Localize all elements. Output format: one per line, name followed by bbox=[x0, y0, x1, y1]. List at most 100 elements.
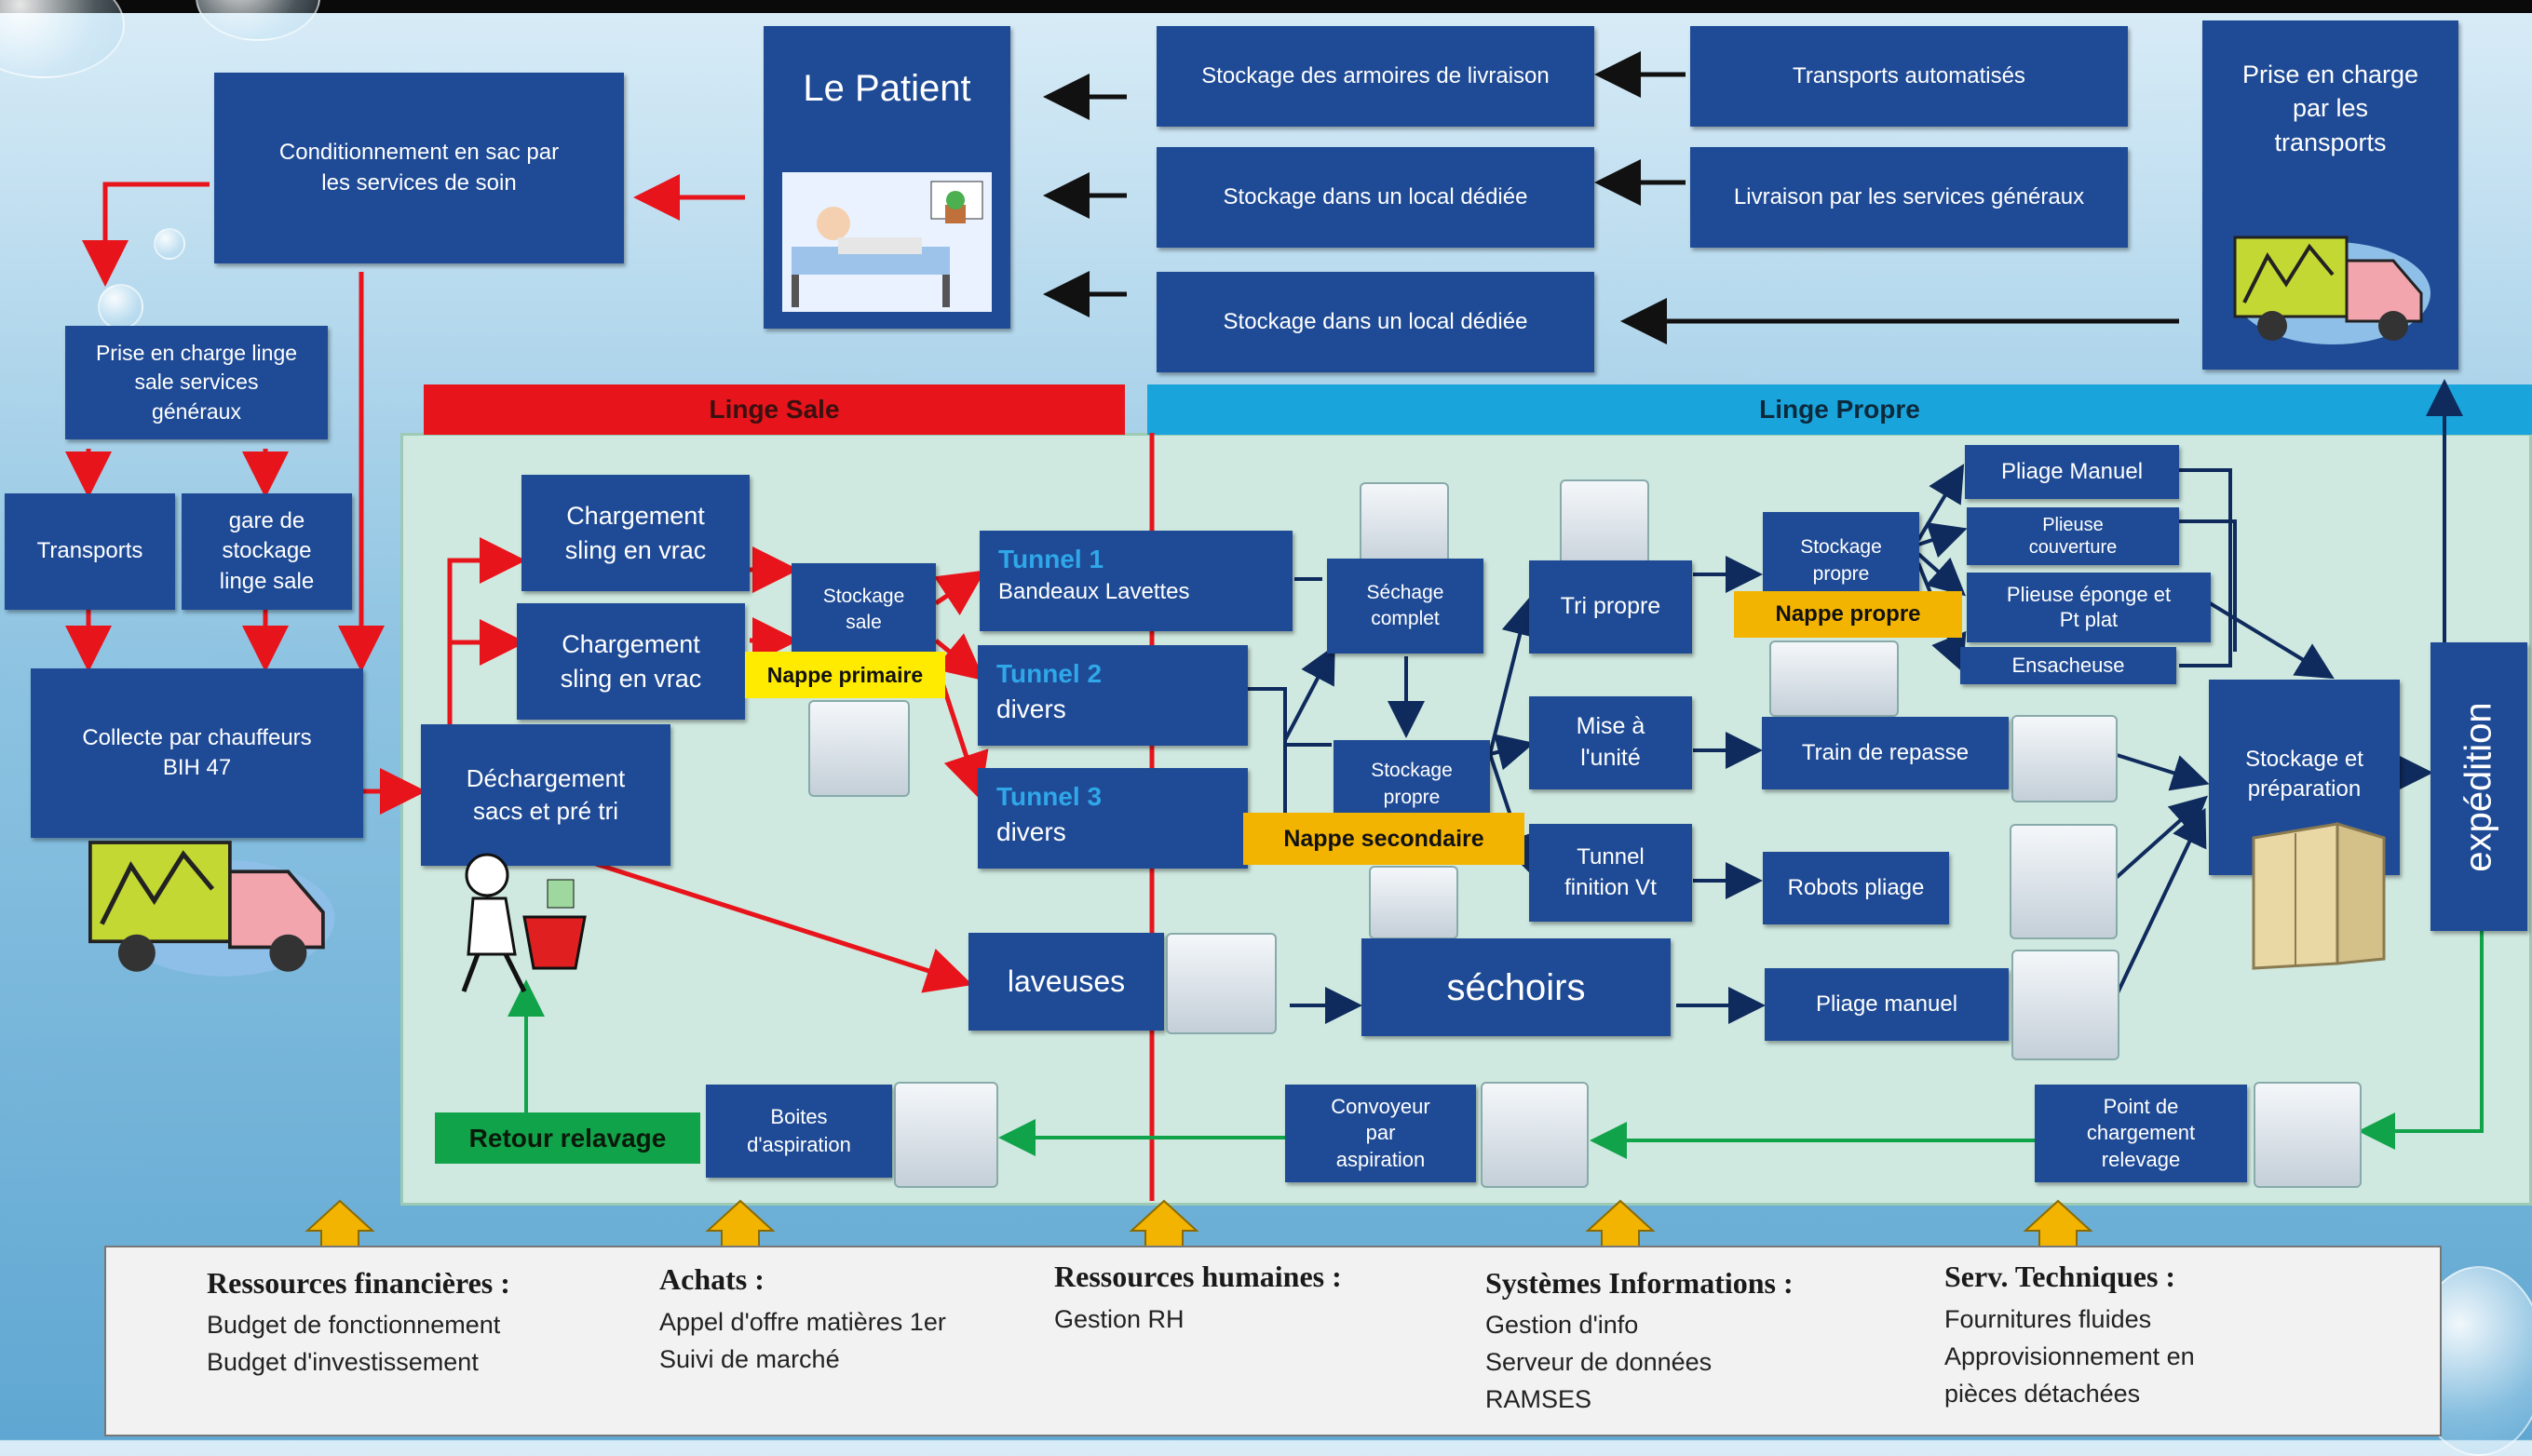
nappe-propre-label: Nappe propre bbox=[1775, 601, 1921, 627]
chargement-sling-label: Chargement sling en vrac bbox=[560, 630, 702, 693]
pliage-manuel-label: Pliage Manuel bbox=[2000, 458, 2144, 484]
resource-item: RAMSES bbox=[1485, 1385, 1592, 1413]
tank-image bbox=[1369, 866, 1458, 939]
tunnel-1-subtitle: Bandeaux Lavettes bbox=[998, 578, 1190, 604]
stockage-local-box: Stockage dans un local dédiée bbox=[1157, 272, 1594, 372]
resource-item: Approvisionnement en bbox=[1944, 1342, 2195, 1370]
linge-propre-band: Linge Propre bbox=[1147, 384, 2532, 435]
plieuse-couverture-box: Plieuse couverture bbox=[1967, 507, 2179, 565]
sorting-image bbox=[1560, 479, 1649, 576]
gare-stockage-box: gare de stockage linge sale bbox=[182, 493, 352, 610]
convoyeur-label: Convoyeur par aspiration bbox=[1331, 1094, 1430, 1171]
tank-image bbox=[1769, 640, 1899, 717]
laveuses-label: laveuses bbox=[1007, 964, 1126, 998]
livraison-services-generaux-box: Livraison par les services généraux bbox=[1690, 147, 2128, 248]
sechoirs-box: séchoirs bbox=[1361, 938, 1671, 1036]
transports-automatises-box: Transports automatisés bbox=[1690, 26, 2128, 127]
retour-relavage-tag: Retour relavage bbox=[435, 1112, 700, 1164]
stockage-local-box: Stockage dans un local dédiée bbox=[1157, 147, 1594, 248]
mise-unite-box: Mise à l'unité bbox=[1529, 696, 1692, 789]
resource-title: Achats : bbox=[659, 1262, 765, 1296]
stockage-armoires-box: Stockage des armoires de livraison bbox=[1157, 26, 1594, 127]
pliage-manuel-label: Pliage manuel bbox=[1815, 991, 1958, 1017]
conditionnement-label: Conditionnement en sac par les services … bbox=[278, 140, 560, 195]
expedition-box: expédition bbox=[2430, 642, 2527, 931]
stockage-local-label: Stockage dans un local dédiée bbox=[1223, 308, 1528, 334]
nappe-secondaire-label: Nappe secondaire bbox=[1283, 825, 1484, 852]
resource-item: pièces détachées bbox=[1944, 1380, 2141, 1408]
sechage-complet-box: Séchage complet bbox=[1327, 559, 1483, 654]
worker-icon bbox=[461, 853, 587, 993]
ironer-image bbox=[2011, 715, 2118, 802]
stockage-armoires-label: Stockage des armoires de livraison bbox=[1201, 62, 1550, 88]
robots-pliage-label: Robots pliage bbox=[1787, 874, 1925, 900]
laveuses-box: laveuses bbox=[968, 933, 1164, 1031]
tunnel-1-title: Tunnel 1 bbox=[998, 545, 1104, 573]
resource-item: Serveur de données bbox=[1485, 1348, 1713, 1376]
stockage-sale-label: Stockage sale bbox=[822, 585, 905, 633]
resource-title: Serv. Techniques : bbox=[1944, 1260, 2176, 1293]
conditionnement-box: Conditionnement en sac par les services … bbox=[214, 73, 624, 263]
stockage-propre-label: Stockage propre bbox=[1800, 536, 1882, 585]
prise-charge-transports-label: Prise en charge par les transports bbox=[2241, 61, 2419, 156]
convoyeur-box: Convoyeur par aspiration bbox=[1285, 1085, 1476, 1182]
gare-stockage-label: gare de stockage linge sale bbox=[219, 507, 315, 594]
livraison-services-generaux-label: Livraison par les services généraux bbox=[1733, 183, 2085, 209]
support-resources-panel bbox=[104, 1246, 2442, 1436]
nappe-primaire-label: Nappe primaire bbox=[766, 662, 924, 687]
folding-robot-image bbox=[2010, 824, 2118, 939]
resource-item: Budget d'investissement bbox=[207, 1348, 479, 1376]
linge-sale-band: Linge Sale bbox=[424, 384, 1125, 435]
stockage-sale-box: Stockage sale bbox=[792, 563, 936, 656]
ensacheuse-label: Ensacheuse bbox=[2011, 654, 2125, 678]
pliage-manuel-box: Pliage manuel bbox=[1765, 968, 2009, 1041]
plieuse-eponge-box: Plieuse éponge et Pt plat bbox=[1967, 573, 2211, 642]
tunnel-3-subtitle: divers bbox=[996, 816, 1066, 846]
patient-bed-icon bbox=[782, 172, 992, 312]
resource-item: Appel d'offre matières 1er bbox=[659, 1308, 946, 1336]
tunnel-3-title: Tunnel 3 bbox=[996, 782, 1103, 811]
nappe-propre-tag: Nappe propre bbox=[1734, 591, 1962, 638]
resource-title: Ressources financières : bbox=[207, 1266, 510, 1300]
chargement-sling-box: Chargement sling en vrac bbox=[517, 603, 745, 720]
pliage-manuel-box: Pliage Manuel bbox=[1965, 445, 2179, 499]
tunnel-1-box: Tunnel 1 Bandeaux Lavettes bbox=[980, 531, 1293, 631]
transports-box: Transports bbox=[5, 493, 175, 610]
prise-charge-linge-box: Prise en charge linge sale services géné… bbox=[65, 326, 328, 439]
tri-propre-label: Tri propre bbox=[1560, 593, 1661, 620]
folded-linen-image bbox=[2011, 950, 2119, 1060]
collecte-label: Collecte par chauffeurs BIH 47 bbox=[82, 724, 312, 780]
delivery-truck-icon bbox=[2233, 236, 2430, 344]
chargement-sling-label: Chargement sling en vrac bbox=[564, 502, 707, 564]
resource-item: Suivi de marché bbox=[659, 1345, 840, 1373]
nappe-secondaire-tag: Nappe secondaire bbox=[1243, 813, 1524, 865]
top-black-bar bbox=[0, 0, 2532, 13]
nappe-primaire-tag: Nappe primaire bbox=[745, 652, 945, 698]
delivery-truck-icon bbox=[88, 841, 335, 977]
train-repasse-label: Train de repasse bbox=[1801, 739, 1970, 765]
linge-propre-label: Linge Propre bbox=[1759, 395, 1920, 424]
boites-aspiration-label: Boites d'aspiration bbox=[747, 1105, 851, 1156]
dechargement-label: Déchargement sacs et pré tri bbox=[466, 763, 626, 825]
resource-item: Fournitures fluides bbox=[1944, 1305, 2152, 1333]
mise-unite-label: Mise à l'unité bbox=[1576, 713, 1645, 771]
patient-label: Le Patient bbox=[803, 68, 971, 109]
tri-propre-box: Tri propre bbox=[1529, 560, 1692, 654]
washing-machine-image bbox=[1166, 933, 1277, 1034]
stockage-propre-label: Stockage propre bbox=[1371, 760, 1453, 808]
sechage-complet-label: Séchage complet bbox=[1366, 581, 1444, 629]
prise-charge-linge-label: Prise en charge linge sale services géné… bbox=[95, 341, 298, 424]
plieuse-eponge-label: Plieuse éponge et Pt plat bbox=[2006, 583, 2172, 631]
point-chargement-label: Point de chargement relevage bbox=[2086, 1094, 2196, 1171]
pipe-image bbox=[2254, 1082, 2362, 1188]
tunnel-2-title: Tunnel 2 bbox=[996, 659, 1103, 688]
dryer-image bbox=[1360, 482, 1449, 570]
tunnel-finition-box: Tunnel finition Vt bbox=[1529, 824, 1692, 922]
ensacheuse-box: Ensacheuse bbox=[1960, 647, 2176, 684]
tank-image bbox=[808, 700, 910, 797]
tunnel-3-box: Tunnel 3 divers bbox=[978, 768, 1248, 869]
sechoirs-label: séchoirs bbox=[1446, 966, 1586, 1008]
dechargement-box: Déchargement sacs et pré tri bbox=[421, 724, 670, 866]
water-drop-decoration bbox=[154, 228, 185, 260]
